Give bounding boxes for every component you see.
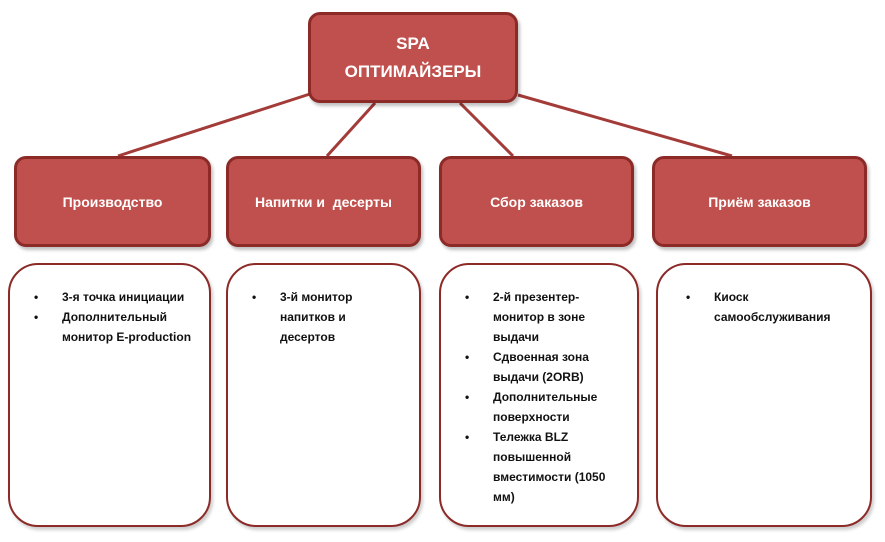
category-title: Сбор заказов: [490, 193, 583, 210]
list-production: •3-я точка инициации •Дополнительный мон…: [8, 263, 211, 527]
list-item: •Дополнительные поверхности: [465, 387, 617, 427]
bullet-icon: •: [34, 290, 39, 304]
connector-production: [117, 91, 314, 158]
list-orders: •Киоск самообслуживания: [656, 263, 872, 527]
category-title: Приём заказов: [708, 193, 811, 210]
list-assembly: •2-й презентер-монитор в зоне выдачи •Сд…: [439, 263, 639, 527]
list-item: •Тележка BLZ повышенной вместимости (105…: [465, 427, 617, 507]
category-drinks: Напитки и десерты: [226, 156, 421, 247]
bullet-icon: •: [34, 310, 39, 324]
category-production: Производство: [14, 156, 211, 247]
list-item: •3-я точка инициации: [34, 287, 199, 307]
connector-drinks: [325, 101, 377, 158]
bullet-icon: •: [465, 290, 470, 304]
category-assembly: Сбор заказов: [439, 156, 634, 247]
list-item: •Сдвоенная зона выдачи (2ORB): [465, 347, 617, 387]
list-item: •2-й презентер-монитор в зоне выдачи: [465, 287, 617, 347]
bullet-icon: •: [465, 390, 470, 404]
bullet-icon: •: [252, 290, 257, 304]
list-item: •Дополнительный монитор E-production: [34, 307, 199, 347]
list-item: •3-й монитор напитков и десертов: [252, 287, 379, 347]
connector-assembly: [458, 101, 515, 158]
category-orders: Приём заказов: [652, 156, 867, 247]
bullet-icon: •: [465, 430, 470, 444]
bullet-icon: •: [686, 290, 691, 304]
root-box: SPA ОПТИМАЙЗЕРЫ: [308, 12, 518, 103]
list-item: •Киоск самообслуживания: [686, 287, 840, 327]
root-title-line1: SPA: [396, 33, 430, 53]
bullet-icon: •: [465, 350, 470, 364]
connector-orders: [517, 93, 733, 158]
list-drinks: •3-й монитор напитков и десертов: [226, 263, 421, 527]
category-title: Напитки и десерты: [255, 193, 392, 210]
root-title-line2: ОПТИМАЙЗЕРЫ: [344, 61, 482, 81]
category-title: Производство: [62, 193, 163, 210]
